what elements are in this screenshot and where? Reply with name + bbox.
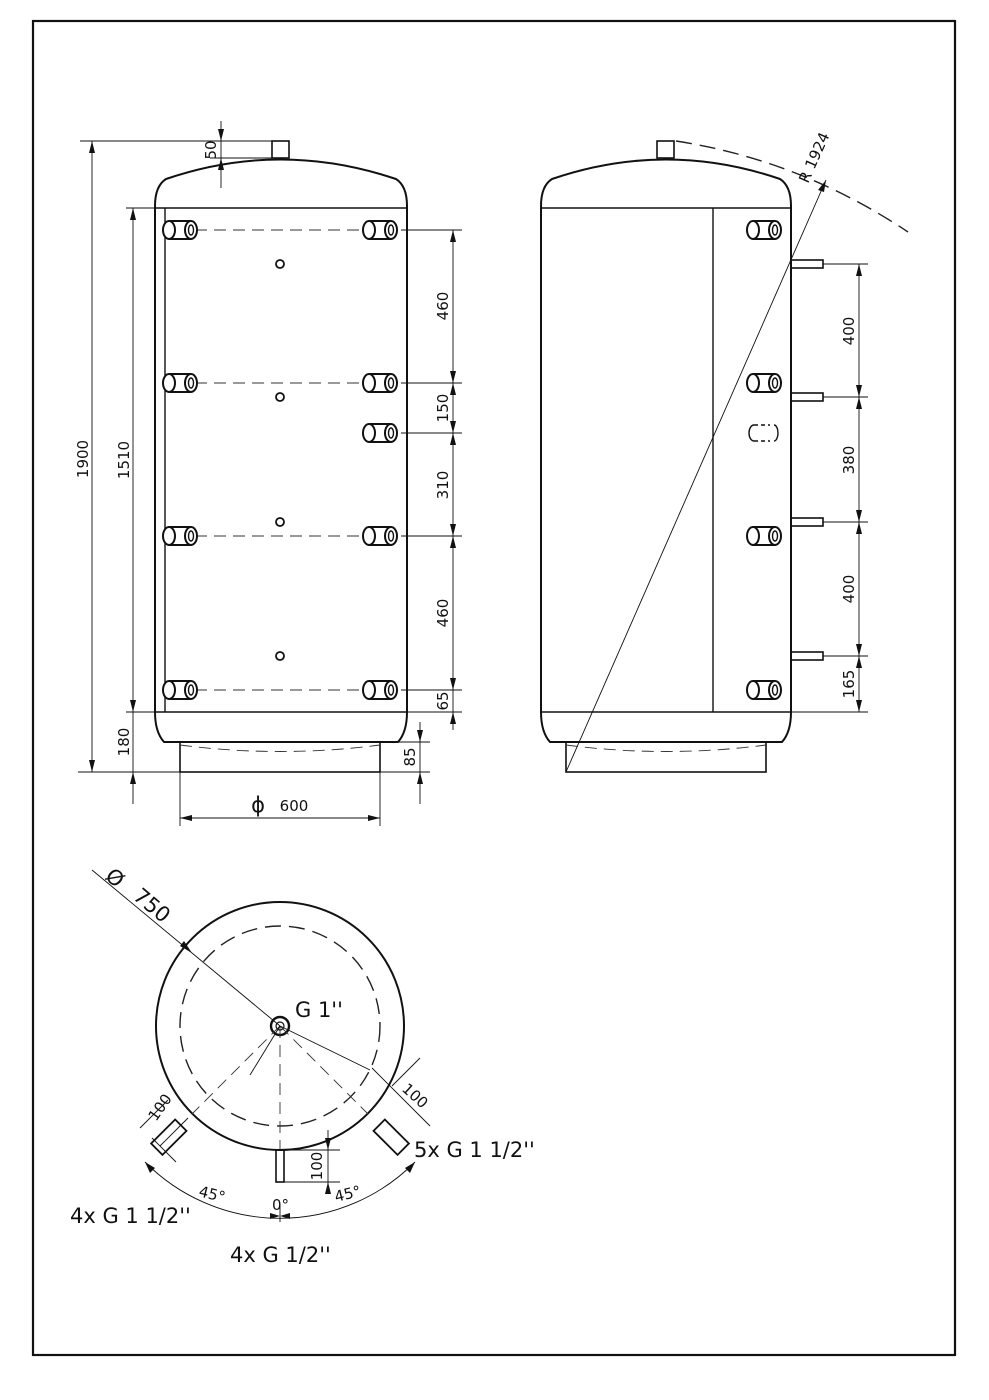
radius-line bbox=[565, 179, 827, 773]
top-label-bottom-group: 4x G 1/2'' bbox=[230, 1243, 331, 1267]
top-label-right-group: 5x G 1 1/2'' bbox=[414, 1138, 535, 1162]
side-port-4 bbox=[746, 680, 782, 700]
top-center-label: G 1'' bbox=[295, 998, 343, 1022]
top-bottom-nozzle bbox=[275, 1149, 285, 1183]
top-angle-right: 45° bbox=[333, 1182, 363, 1206]
port-right-1 bbox=[362, 220, 398, 240]
side-top-nozzle bbox=[656, 140, 675, 159]
dim-side-spacing-4: 165 bbox=[840, 670, 858, 699]
side-stub-3 bbox=[790, 517, 824, 527]
side-port-2 bbox=[746, 373, 782, 393]
tank-stand bbox=[179, 741, 381, 773]
port-right-2 bbox=[362, 373, 398, 393]
dim-spacing-5: 65 bbox=[434, 691, 452, 710]
side-stub-4 bbox=[790, 651, 824, 661]
side-stub-2 bbox=[790, 392, 824, 402]
top-view: G 1'' Ø 750 100 100 bbox=[70, 863, 535, 1267]
port-left-3 bbox=[162, 526, 198, 546]
top-nozzle bbox=[271, 140, 290, 159]
drawing-frame bbox=[31, 19, 957, 1357]
side-view: R 1924 400 380 40 bbox=[540, 130, 909, 773]
dim-body-height: 1510 bbox=[115, 441, 133, 479]
dim-spacing-4: 460 bbox=[434, 599, 452, 628]
front-view: 1900 1510 180 50 460 bbox=[74, 121, 462, 826]
dim-total-height: 1900 bbox=[74, 440, 92, 478]
side-port-3 bbox=[746, 526, 782, 546]
radius-arc bbox=[675, 140, 909, 233]
dim-diameter-600: 600 bbox=[280, 797, 309, 815]
port-left-4 bbox=[162, 680, 198, 700]
side-tank-outline bbox=[540, 158, 792, 743]
dim-foot: 180 bbox=[115, 728, 133, 757]
port-right-5 bbox=[362, 680, 398, 700]
top-label-left-group: 4x G 1 1/2'' bbox=[70, 1204, 191, 1228]
side-hidden-sleeve bbox=[748, 424, 779, 442]
tank-outline bbox=[154, 158, 408, 743]
top-angle-left: 45° bbox=[197, 1182, 227, 1206]
side-tank-stand bbox=[565, 741, 767, 773]
port-right-3 bbox=[362, 423, 398, 443]
top-dim-right-nozzle: 100 bbox=[398, 1080, 431, 1113]
dim-spacing-3: 310 bbox=[434, 471, 452, 500]
dim-base: 85 bbox=[401, 747, 419, 766]
side-stub-1 bbox=[790, 259, 824, 269]
dim-diameter-symbol: ϕ bbox=[251, 793, 265, 817]
sensor-sleeve-2 bbox=[275, 392, 285, 402]
tank-bottom-dish bbox=[179, 744, 381, 752]
port-left-2 bbox=[162, 373, 198, 393]
top-diameter-value: 750 bbox=[129, 883, 175, 927]
dim-side-spacing-1: 400 bbox=[840, 317, 858, 346]
port-right-4 bbox=[362, 526, 398, 546]
dim-side-spacing-3: 400 bbox=[840, 575, 858, 604]
sensor-sleeve-3 bbox=[275, 517, 285, 527]
dim-spacing-2: 150 bbox=[434, 394, 452, 423]
top-right-nozzle bbox=[372, 1118, 411, 1157]
dim-radius: R 1924 bbox=[795, 130, 833, 186]
port-left-1 bbox=[162, 220, 198, 240]
dim-top-nozzle: 50 bbox=[202, 140, 220, 159]
top-diameter-symbol: Ø bbox=[101, 863, 129, 892]
sensor-sleeve-1 bbox=[275, 259, 285, 269]
side-port-1 bbox=[746, 220, 782, 240]
dim-side-spacing-2: 380 bbox=[840, 446, 858, 475]
sensor-sleeve-4 bbox=[275, 651, 285, 661]
dim-spacing-1: 460 bbox=[434, 292, 452, 321]
top-dim-bottom-nozzle: 100 bbox=[308, 1152, 326, 1181]
top-angle-center: 0° bbox=[272, 1196, 289, 1214]
